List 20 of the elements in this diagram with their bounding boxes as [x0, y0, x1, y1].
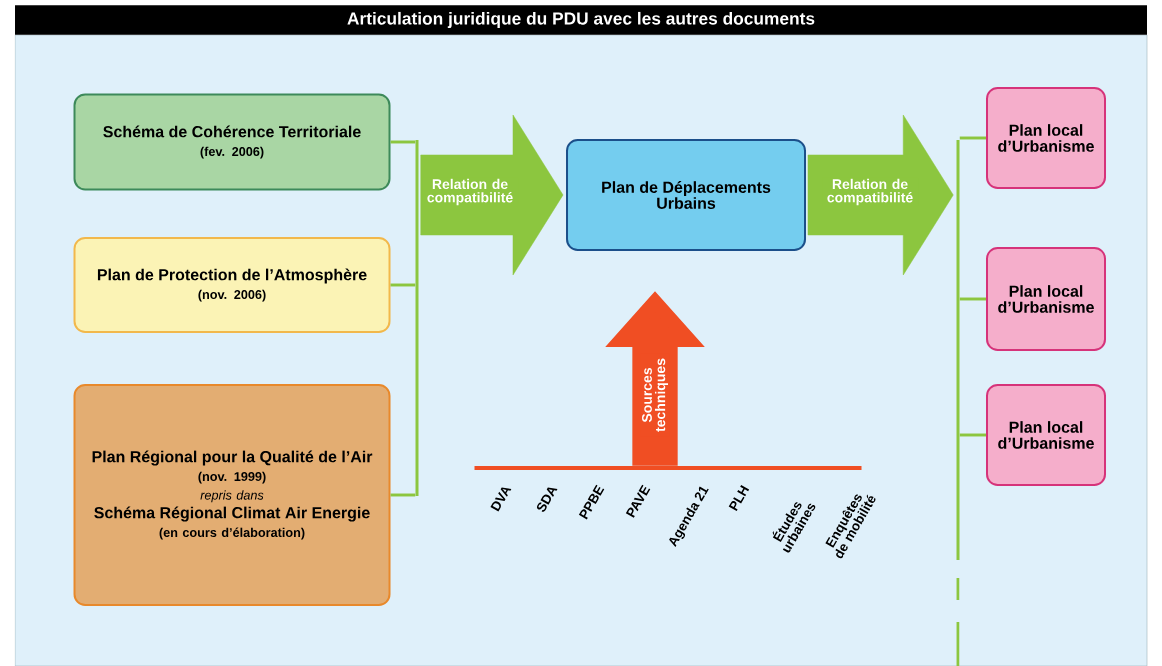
source-bar: [474, 466, 862, 470]
connector-line: [959, 136, 986, 140]
document-box: Plan de Protection de l’Atmosphère (nov. 2006): [73, 237, 391, 333]
connector-line: [390, 140, 416, 144]
plan-box: Plan de Déplacements Urbains: [566, 139, 806, 251]
collector-line: [415, 140, 419, 496]
document-box: Plan Régional pour la Qualité de l’Air (nov. 1999) repris dans Schéma Régional Climat Air Energie (en cours d’élaboration): [73, 384, 391, 606]
connector-line: [959, 297, 986, 301]
plan-box: Plan local d’Urbanisme: [986, 384, 1106, 486]
connector-line: [959, 433, 986, 437]
edge-label: Relation de compatibilité: [427, 178, 513, 206]
plan-box: Plan local d’Urbanisme: [986, 247, 1106, 351]
connector-line: [390, 283, 416, 287]
distribution-line: [956, 140, 960, 560]
edge-label: Sources techniques: [642, 358, 668, 432]
title-bar: Articulation juridique du PDU avec les autres documents: [15, 5, 1147, 35]
edge-label: Relation de compatibilité: [827, 178, 913, 206]
connector-line: [390, 493, 416, 497]
document-box: Schéma de Cohérence Territoriale (fev. 2006): [73, 93, 391, 191]
plan-box: Plan local d’Urbanisme: [986, 87, 1106, 189]
